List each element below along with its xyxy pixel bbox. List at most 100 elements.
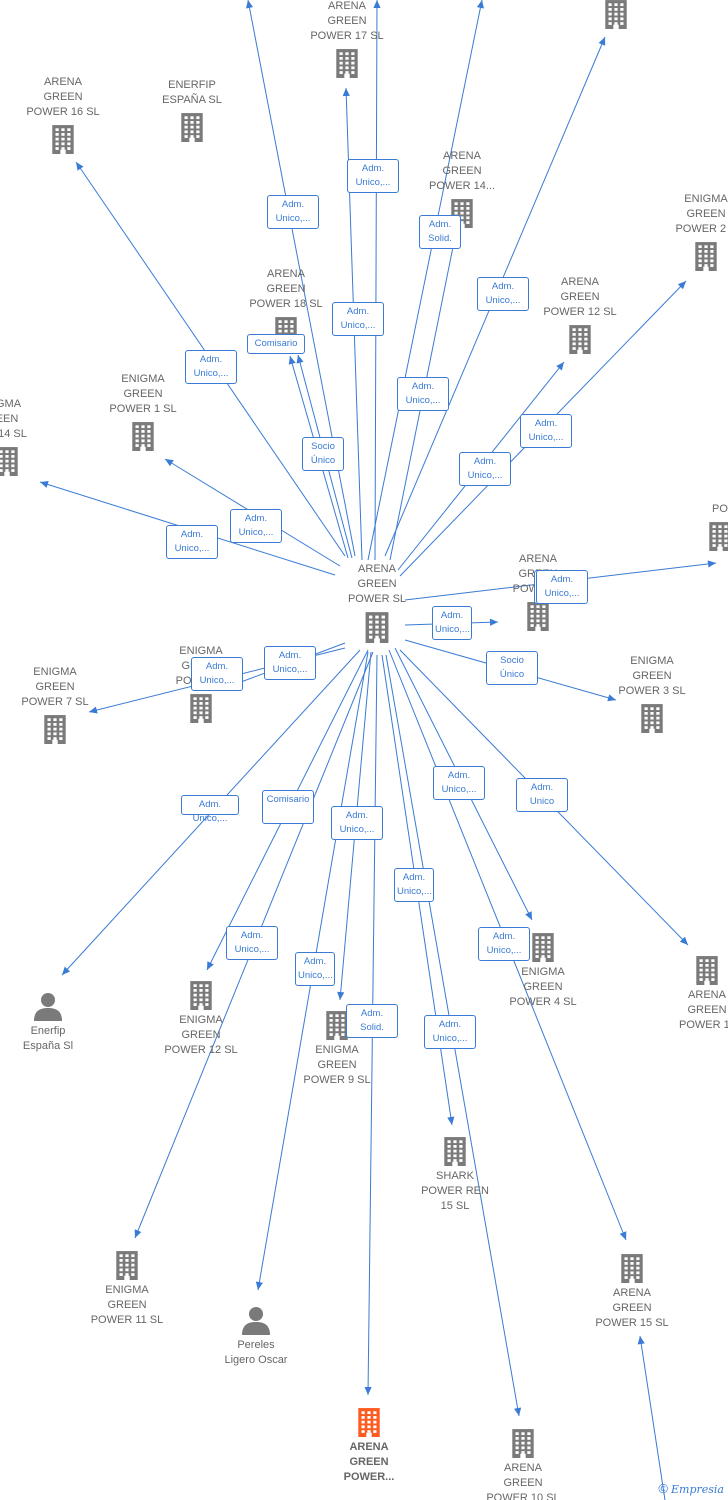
edge-label-adm[interactable]: Adm.Unico,...: [331, 806, 383, 840]
edge-label-adm[interactable]: Adm.Unico,...: [397, 377, 449, 411]
edge-label-adm[interactable]: Adm.Unico,...: [394, 868, 434, 902]
edge-label-text: Adm.: [447, 770, 471, 781]
edge-label-adm[interactable]: Adm.Unico,...: [332, 302, 384, 336]
brand-watermark: © Empresia: [658, 1481, 724, 1496]
person-icon: [0, 991, 103, 1021]
edge-label-adm[interactable]: Adm.Solid.: [346, 1004, 398, 1038]
edge-label-adm[interactable]: Adm.Unico,...: [267, 195, 319, 229]
edge-label-text: Unico,...: [192, 813, 228, 824]
edge-label-adm[interactable]: Adm.Unico,...: [424, 1015, 476, 1049]
edge-label-adm[interactable]: Adm. Unico,...: [459, 452, 511, 486]
edge-label-text: Adm.: [491, 281, 515, 292]
node-topright[interactable]: [561, 0, 671, 29]
edge-label-adm[interactable]: Adm.Unico,...: [185, 350, 237, 384]
node-po_right[interactable]: PO: [665, 502, 728, 551]
edge-label-text: Solid.: [360, 1022, 384, 1033]
edge-label-text: Socio: [500, 655, 524, 666]
building-icon: [652, 955, 728, 985]
edge-label-text: Adm.: [180, 529, 204, 540]
node-egp14[interactable]: IGMAEENR 14 SL: [0, 397, 62, 476]
edge-label-adm[interactable]: Adm.Unico,...: [226, 926, 278, 960]
edge-label-text: Adm.: [402, 872, 426, 883]
edge-label-adm[interactable]: Adm.Unico,...: [347, 159, 399, 193]
edge-label-text: Unico,...: [467, 470, 503, 481]
edge-label-adm[interactable]: Adm. Unico,...: [433, 766, 485, 800]
edge-label-text: Adm.: [199, 354, 223, 365]
edge-label-text: Unico,...: [234, 944, 270, 955]
edge-label-adm[interactable]: Adm. Unico,...: [181, 795, 239, 824]
building-icon: [322, 611, 432, 643]
edge-label-comisario[interactable]: Comisario: [262, 790, 314, 824]
building-icon: [665, 521, 728, 551]
node-label: IGMAEENR 14 SL: [0, 398, 27, 440]
edge-label-text: Adm.: [440, 610, 464, 621]
edge-label-text: Unico,...: [238, 527, 274, 538]
edge-label-adm[interactable]: Adm.Unico,...: [295, 952, 335, 986]
edge-label-adm[interactable]: Adm.Unico,...: [230, 509, 282, 543]
edge-label-text: Único: [499, 669, 525, 680]
edge-label-adm[interactable]: Adm.Unico,...: [477, 277, 529, 311]
edge-label-text: Adm.: [361, 163, 385, 174]
edge-label-adm[interactable]: Adm.Unico,...: [191, 657, 243, 691]
edge-label-text: Adm.: [198, 799, 222, 810]
edge-label-adm[interactable]: Adm.Unico,...: [166, 525, 218, 559]
edge-label-comisario[interactable]: Comisario: [247, 334, 305, 354]
building-icon: [577, 1253, 687, 1283]
edge-label-text: Unico,...: [441, 784, 477, 795]
building-icon: [72, 1250, 182, 1280]
edge-label-adm[interactable]: Adm.Unico,...: [432, 606, 472, 640]
edge-label-text: Adm.: [492, 931, 516, 942]
edge-label-text: Único: [310, 455, 336, 466]
edge-label-adm[interactable]: Adm.Unico,...: [478, 927, 530, 961]
building-icon: [88, 421, 198, 451]
edge-label-adm[interactable]: Adm.Unico,...: [264, 646, 316, 680]
edge-label-adm[interactable]: Adm.Unico: [516, 778, 568, 812]
building-icon: [282, 1010, 392, 1040]
building-highlight-icon: [314, 1407, 424, 1437]
edge-label-text: Adm.: [278, 650, 302, 661]
building-icon: [651, 241, 728, 271]
edge-arrow: [373, 0, 381, 561]
edge-label-text: Unico,...: [340, 320, 376, 331]
person-icon: [201, 1305, 311, 1335]
edge-label-text: Adm.: [473, 456, 497, 467]
edge-label-text: Adm.: [438, 1019, 462, 1030]
edge-label-text: Adm.: [428, 219, 452, 230]
edge-label-adm[interactable]: Adm.Solid.: [419, 215, 461, 249]
edge-label-adm[interactable]: Adm.Unico,...: [520, 414, 572, 448]
building-icon: [400, 1136, 510, 1166]
edge-label-adm[interactable]: Adm.Unico,...: [536, 570, 588, 604]
